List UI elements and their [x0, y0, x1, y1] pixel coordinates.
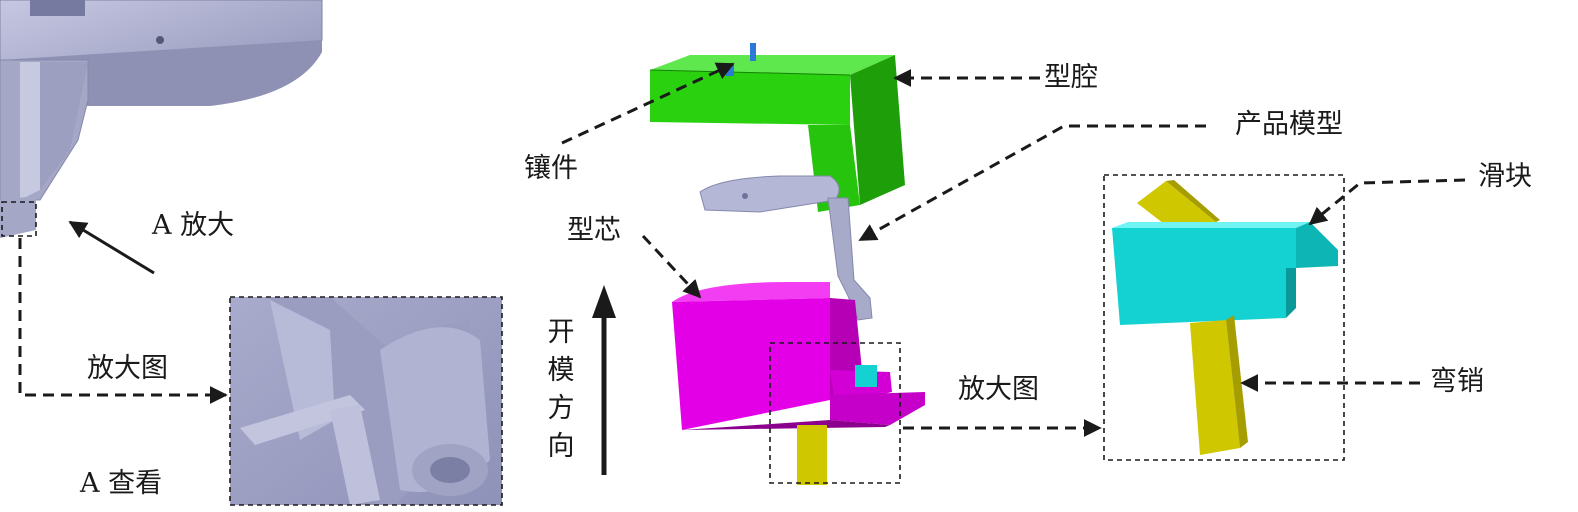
- cavity-label: 型腔: [1044, 62, 1098, 93]
- core-block: [672, 282, 925, 430]
- insert-leader: [561, 62, 735, 145]
- enlarged-right-label: 放大图: [958, 374, 1039, 405]
- slider-leader: [1308, 178, 1466, 226]
- product-model-label: 产品模型: [1235, 109, 1343, 140]
- bent-pin-middle: [797, 425, 827, 485]
- opening-direction-label: 开 模 方 向: [546, 314, 576, 466]
- product-model-leader: [858, 124, 1206, 242]
- core-leader: [641, 234, 702, 299]
- zoom-view-slider: [1103, 174, 1345, 461]
- zoom-a-label: A 放大: [152, 210, 235, 241]
- insert-label: 镶件: [524, 153, 578, 184]
- core-label: 型芯: [567, 215, 621, 246]
- product-model: [699, 175, 873, 321]
- opening-direction-char: 向: [547, 431, 575, 462]
- zoom-region-slider: [769, 342, 901, 484]
- opening-direction-char: 开: [547, 317, 575, 348]
- opening-direction-char: 模: [547, 355, 575, 386]
- view-a-label: A 查看: [80, 468, 163, 499]
- opening-direction-char: 方: [547, 393, 575, 424]
- enlarged-left-leader: [18, 238, 228, 404]
- zoom-a-arrow: [68, 220, 155, 275]
- bent-pin-label: 弯销: [1430, 366, 1484, 397]
- slider-label: 滑块: [1478, 161, 1532, 192]
- opening-direction-arrowhead: [592, 285, 616, 318]
- zoom-view-a: [229, 296, 503, 506]
- enlarged-left-label: 放大图: [87, 353, 168, 384]
- product-part-left: [0, 0, 323, 238]
- zoom-region-a: [1, 201, 37, 237]
